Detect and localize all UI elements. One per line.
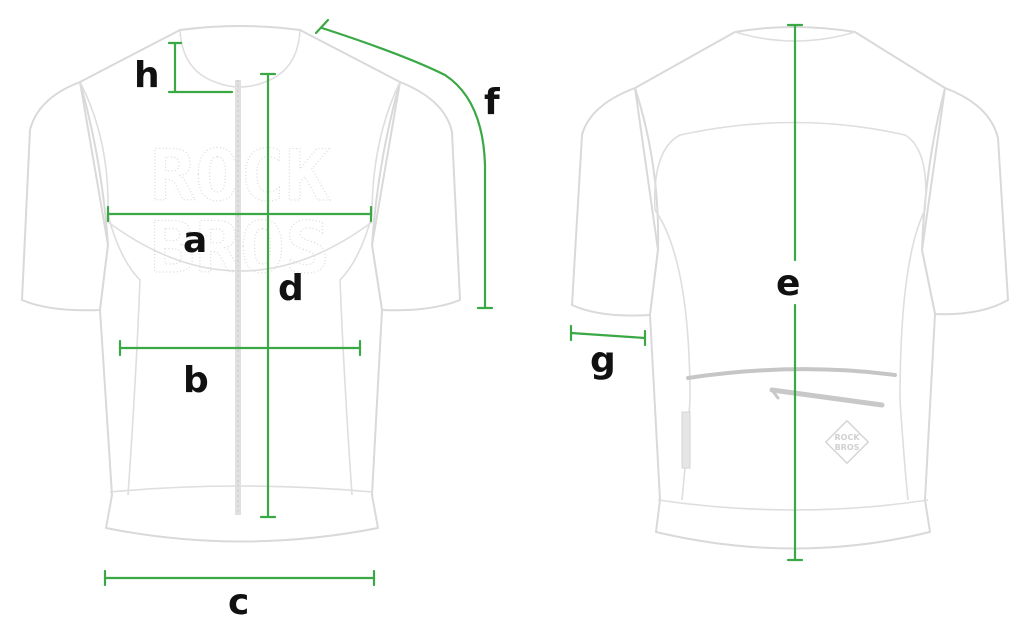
back-logo-line-2: BROS: [835, 443, 860, 452]
label-h: h: [134, 55, 160, 96]
front-watermark-line-1: ROCK: [150, 135, 330, 217]
front-left-sleeve: [21, 81, 109, 312]
front-seam-right: [339, 81, 401, 496]
measure-g: [569, 324, 647, 347]
back-reflective-tab: [681, 411, 691, 469]
measure-f: [314, 18, 494, 310]
front-right-sleeve: [371, 81, 461, 312]
back-yoke: [653, 121, 927, 211]
front-seam-left: [79, 81, 141, 496]
measure-c: [103, 569, 376, 587]
front-jersey: ROCK BROS: [21, 25, 461, 543]
measure-h: [167, 41, 234, 94]
label-c: c: [228, 582, 249, 623]
measure-b: [118, 339, 362, 357]
back-body: [634, 26, 946, 550]
back-right-sleeve: [921, 87, 1009, 316]
back-pocket-band: [686, 367, 897, 380]
back-zip-pocket: [769, 387, 885, 408]
label-b: b: [183, 360, 209, 401]
front-watermark-line-2: BROS: [150, 207, 330, 289]
back-jersey: ROCK BROS: [571, 26, 1009, 550]
measure-d: [259, 72, 277, 519]
back-logo: ROCK BROS: [824, 419, 870, 465]
back-side-seam-right: [899, 209, 926, 501]
measure-e: [786, 23, 804, 562]
label-a: a: [183, 220, 207, 261]
measure-a: [106, 205, 373, 223]
back-logo-line-1: ROCK: [834, 433, 860, 442]
measurements: [103, 18, 804, 587]
measurement-labels: a b c d e f g h: [134, 55, 800, 623]
label-e: e: [776, 263, 800, 304]
label-f: f: [484, 82, 500, 123]
label-d: d: [278, 268, 304, 309]
label-g: g: [590, 340, 616, 381]
back-zip-pull: [770, 388, 780, 400]
back-left-sleeve: [571, 87, 659, 317]
